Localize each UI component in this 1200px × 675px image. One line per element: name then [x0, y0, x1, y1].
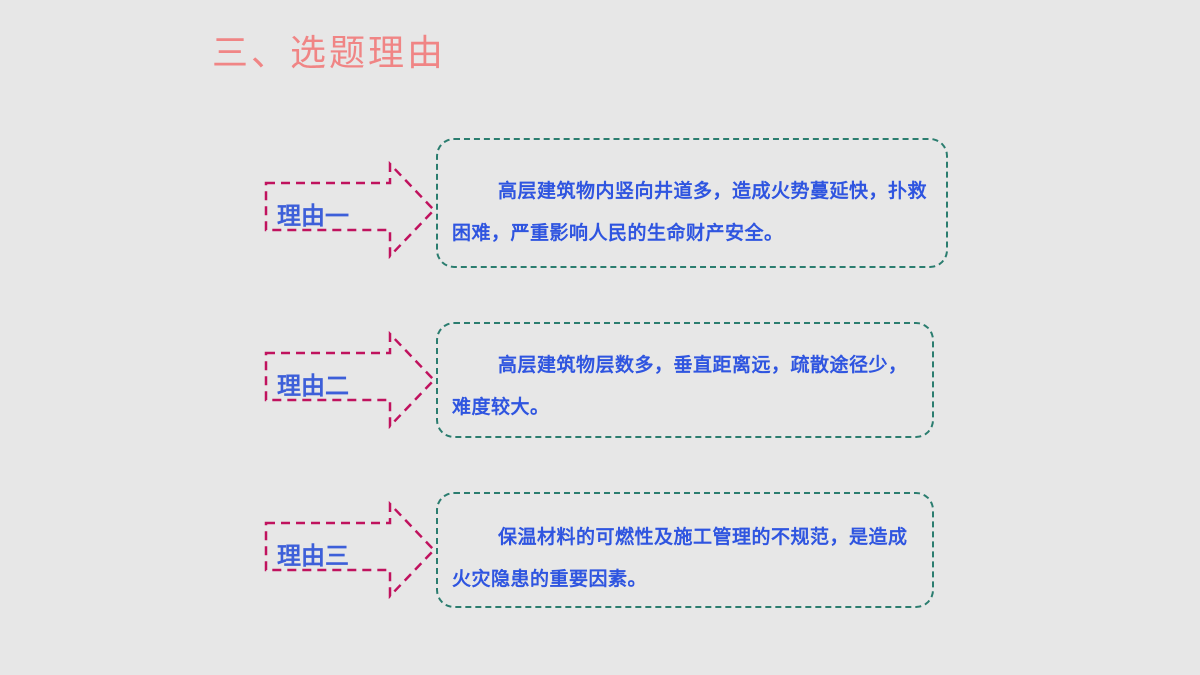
reason-text-box-3: 保温材料的可燃性及施工管理的不规范，是造成火灾隐患的重要因素。	[436, 492, 934, 608]
reason-label-2: 理由二	[277, 371, 349, 400]
arrow-shape-2	[264, 330, 436, 430]
arrow-shape-3	[264, 500, 436, 600]
reason-text-box-1: 高层建筑物内竖向井道多，造成火势蔓延快，扑救困难，严重影响人民的生命财产安全。	[436, 138, 948, 268]
reason-label-1: 理由一	[277, 201, 349, 230]
reason-text-1: 高层建筑物内竖向井道多，造成火势蔓延快，扑救困难，严重影响人民的生命财产安全。	[452, 180, 928, 244]
reason-label-3: 理由三	[277, 541, 349, 570]
reason-text-box-2: 高层建筑物层数多，垂直距离远，疏散途径少，难度较大。	[436, 322, 934, 438]
page-title: 三、选题理由	[212, 33, 447, 74]
reason-text-2: 高层建筑物层数多，垂直距离远，疏散途径少，难度较大。	[452, 354, 908, 418]
arrow-shape-1	[264, 160, 436, 260]
reason-text-3: 保温材料的可燃性及施工管理的不规范，是造成火灾隐患的重要因素。	[452, 526, 908, 590]
